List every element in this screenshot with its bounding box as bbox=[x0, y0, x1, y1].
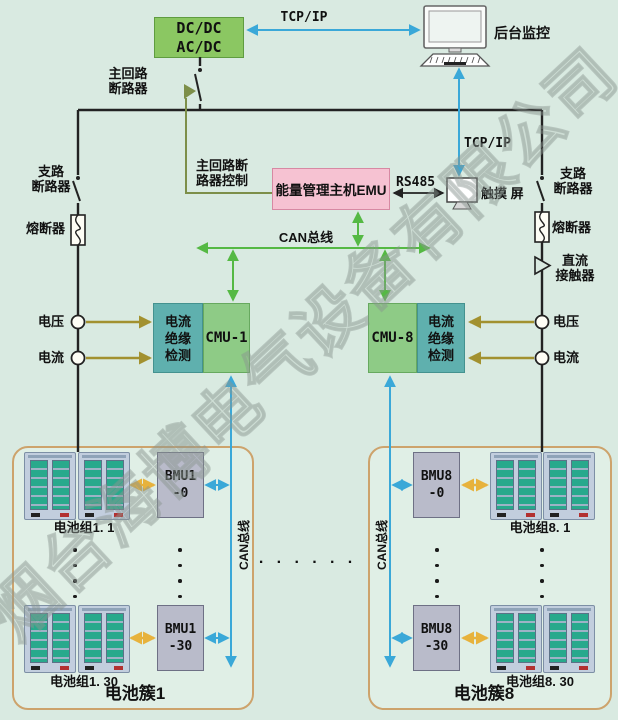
sensor-label: 绝缘 bbox=[427, 330, 454, 346]
battery-rack bbox=[78, 605, 130, 673]
left-branch-breaker-symbol bbox=[71, 175, 85, 203]
vertical-ellipsis bbox=[539, 548, 545, 598]
cluster-8-can-label: CAN总线 bbox=[375, 520, 389, 570]
pack-label-1-1: 电池组1. 1 bbox=[53, 520, 115, 535]
sense-arrows bbox=[86, 315, 534, 365]
battery-rack bbox=[543, 605, 595, 673]
battery-rack bbox=[24, 605, 76, 673]
can-bus-links bbox=[196, 211, 431, 302]
touch-screen-icon bbox=[446, 177, 478, 210]
branch-breaker-line1: 支路 bbox=[37, 164, 64, 179]
vertical-ellipsis bbox=[72, 548, 78, 598]
battery-rack bbox=[490, 605, 542, 673]
bmu-8-30-box: BMU8 -30 bbox=[413, 605, 460, 671]
left-voltage-label: 电压 bbox=[38, 314, 65, 329]
right-current-label: 电流 bbox=[553, 350, 580, 365]
cmu1-box: CMU-1 bbox=[203, 303, 250, 373]
cmu8-box: CMU-8 bbox=[368, 303, 417, 373]
sensor-label: 绝缘 bbox=[164, 330, 191, 346]
main-breaker-line1: 主回路 bbox=[108, 66, 148, 81]
sense-tap-circles bbox=[70, 314, 550, 366]
emu-label: 能量管理主机EMU bbox=[275, 183, 387, 198]
cluster-1-name: 电池簇1 bbox=[104, 684, 166, 703]
right-branch-breaker-label: 支路 断路器 bbox=[546, 166, 600, 196]
vertical-ellipsis bbox=[434, 548, 440, 598]
sensor-label: 检测 bbox=[427, 347, 454, 363]
emu-box: 能量管理主机EMU bbox=[272, 168, 390, 210]
dc-contactor-symbol bbox=[534, 255, 552, 276]
cluster-1-can-label: CAN总线 bbox=[237, 520, 251, 570]
sensor-label: 电流 bbox=[427, 313, 454, 329]
bmu-label: BMU1 bbox=[164, 469, 197, 484]
branch-breaker-line2: 断路器 bbox=[553, 181, 593, 196]
sensor-label: 检测 bbox=[164, 347, 191, 363]
touch-screen-label: 触摸 屏 bbox=[481, 186, 524, 201]
cluster-8-name: 电池簇8 bbox=[453, 684, 515, 703]
battery-rack bbox=[24, 452, 76, 520]
pack-label-1-30: 电池组1. 30 bbox=[50, 674, 118, 689]
right-fuse-symbol bbox=[534, 211, 550, 243]
contactor-line1: 直流 bbox=[561, 253, 588, 268]
right-voltage-label: 电压 bbox=[553, 314, 580, 329]
bmu-label: -0 bbox=[172, 486, 189, 501]
left-current-label: 电流 bbox=[38, 350, 65, 365]
bmu-label: BMU1 bbox=[164, 622, 197, 637]
vertical-ellipsis bbox=[177, 548, 183, 598]
bmu-label: -0 bbox=[428, 486, 445, 501]
breaker-control-line1: 主回路断 bbox=[196, 158, 249, 173]
battery-rack bbox=[490, 452, 542, 520]
bmu-8-0-box: BMU8 -0 bbox=[413, 452, 460, 518]
converter-label-ac: AC/DC bbox=[176, 37, 222, 56]
tcpip-top-label: TCP/IP bbox=[280, 10, 328, 25]
dc-contactor-label: 直流 接触器 bbox=[550, 253, 600, 283]
tcpip-mid-label: TCP/IP bbox=[464, 136, 511, 151]
cmu8-sensor-box: 电流 绝缘 检测 bbox=[417, 303, 465, 373]
sensor-label: 电流 bbox=[164, 313, 191, 329]
main-breaker-line2: 断路器 bbox=[108, 81, 148, 96]
contactor-line2: 接触器 bbox=[555, 268, 595, 283]
battery-rack bbox=[78, 452, 130, 520]
backend-monitor-label: 后台监控 bbox=[494, 25, 550, 41]
breaker-control-line2: 路器控制 bbox=[196, 173, 249, 188]
cmu1-label: CMU-1 bbox=[205, 330, 248, 346]
converter-label-dc: DC/DC bbox=[176, 18, 222, 37]
main-breaker-symbol bbox=[193, 66, 207, 104]
bmu-1-0-box: BMU1 -0 bbox=[157, 452, 204, 518]
right-branch-breaker-symbol bbox=[535, 175, 549, 203]
main-breaker-label: 主回路 断路器 bbox=[100, 66, 156, 96]
horizontal-ellipsis: · · · · · · bbox=[258, 554, 358, 571]
breaker-control-line bbox=[184, 84, 272, 194]
left-branch-breaker-label: 支路 断路器 bbox=[24, 164, 78, 194]
cluster-can-lines bbox=[204, 375, 413, 668]
cmu1-sensor-box: 电流 绝缘 检测 bbox=[153, 303, 203, 373]
rs485-label: RS485 bbox=[396, 175, 436, 190]
bmu-rack-links bbox=[129, 478, 489, 645]
converter-box: DC/DC AC/DC bbox=[154, 17, 244, 58]
left-fuse-label: 熔断器 bbox=[26, 221, 66, 236]
dc-power-bus bbox=[76, 57, 544, 452]
battery-rack bbox=[543, 452, 595, 520]
bmu-label: BMU8 bbox=[420, 622, 453, 637]
pack-label-8-1: 电池组8. 1 bbox=[509, 520, 571, 535]
branch-breaker-line1: 支路 bbox=[559, 166, 586, 181]
bmu-label: -30 bbox=[424, 639, 449, 654]
can-bus-label: CAN总线 bbox=[278, 230, 334, 245]
bmu-1-30-box: BMU1 -30 bbox=[157, 605, 204, 671]
bmu-label: -30 bbox=[168, 639, 193, 654]
tcpip-links bbox=[246, 24, 465, 177]
left-fuse-symbol bbox=[70, 214, 86, 246]
right-fuse-label: 熔断器 bbox=[552, 220, 592, 235]
backend-computer-icon bbox=[419, 5, 491, 67]
cmu8-label: CMU-8 bbox=[371, 330, 414, 346]
branch-breaker-line2: 断路器 bbox=[31, 179, 71, 194]
bmu-label: BMU8 bbox=[420, 469, 453, 484]
pack-label-8-30: 电池组8. 30 bbox=[506, 674, 574, 689]
breaker-control-label: 主回路断 路器控制 bbox=[196, 158, 248, 188]
